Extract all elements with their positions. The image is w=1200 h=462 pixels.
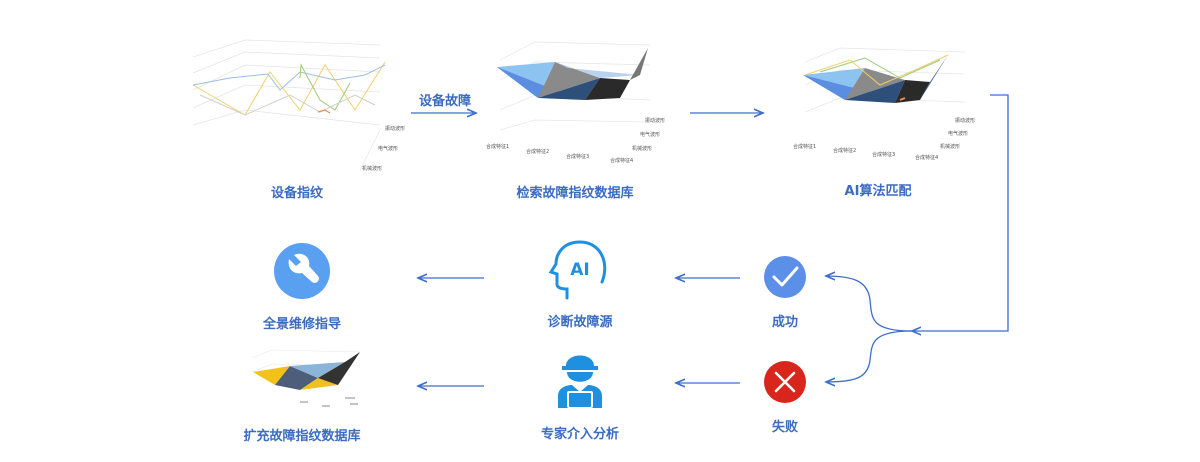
series-label: 电气波形 [640, 131, 660, 138]
series-label: 机械波形 [362, 165, 382, 172]
ai-match-chart: 合成特征1 合成特征2 合成特征3 合成特征4 振动波形 电气波形 机械波形 [793, 47, 975, 161]
cross-icon [764, 361, 806, 403]
series-label: 振动波形 [385, 125, 405, 132]
x-tick: 合成特征3 [566, 153, 589, 160]
label-ai-match: AI算法匹配 [844, 184, 912, 199]
x-tick: 合成特征1 [486, 143, 509, 150]
x-tick: 合成特征1 [793, 143, 816, 150]
expanded-database-chart [251, 349, 361, 407]
label-expand-db: 扩充故障指纹数据库 [243, 429, 361, 444]
branch-failure-arrow [826, 330, 913, 382]
label-expert: 专家介入分析 [540, 427, 620, 442]
x-tick: 合成特征2 [526, 148, 549, 155]
label-failure: 失败 [771, 420, 799, 435]
label-fingerprint: 设备指纹 [270, 186, 324, 201]
engineer-icon [558, 355, 602, 408]
x-tick: 合成特征4 [915, 154, 938, 161]
label-success: 成功 [771, 315, 799, 330]
series-label: 机械波形 [940, 143, 960, 150]
series-label: 振动波形 [645, 117, 665, 124]
series-label: 机械波形 [632, 145, 652, 152]
database-chart: 合成特征1 合成特征2 合成特征3 合成特征4 振动波形 电气波形 机械波形 [486, 41, 665, 164]
x-tick: 合成特征2 [833, 147, 856, 154]
series-label: 电气波形 [948, 130, 968, 137]
label-fault-trigger: 设备故障 [418, 94, 472, 109]
x-tick: 合成特征3 [872, 151, 895, 158]
branch-success-arrow [826, 276, 913, 332]
svg-text:AI: AI [570, 260, 589, 280]
label-repair-guide: 全景维修指导 [262, 317, 342, 332]
label-diagnose: 诊断故障源 [547, 315, 613, 330]
check-icon [764, 256, 806, 298]
series-label: 电气波形 [378, 145, 398, 152]
x-tick: 合成特征4 [610, 157, 633, 164]
fingerprint-chart: 振动波形 电气波形 机械波形 [192, 39, 405, 172]
wrench-icon [274, 243, 330, 299]
return-line [912, 94, 1009, 331]
label-search-db: 检索故障指纹数据库 [516, 186, 634, 201]
ai-head-icon: AI [548, 240, 607, 300]
series-label: 振动波形 [955, 117, 975, 124]
